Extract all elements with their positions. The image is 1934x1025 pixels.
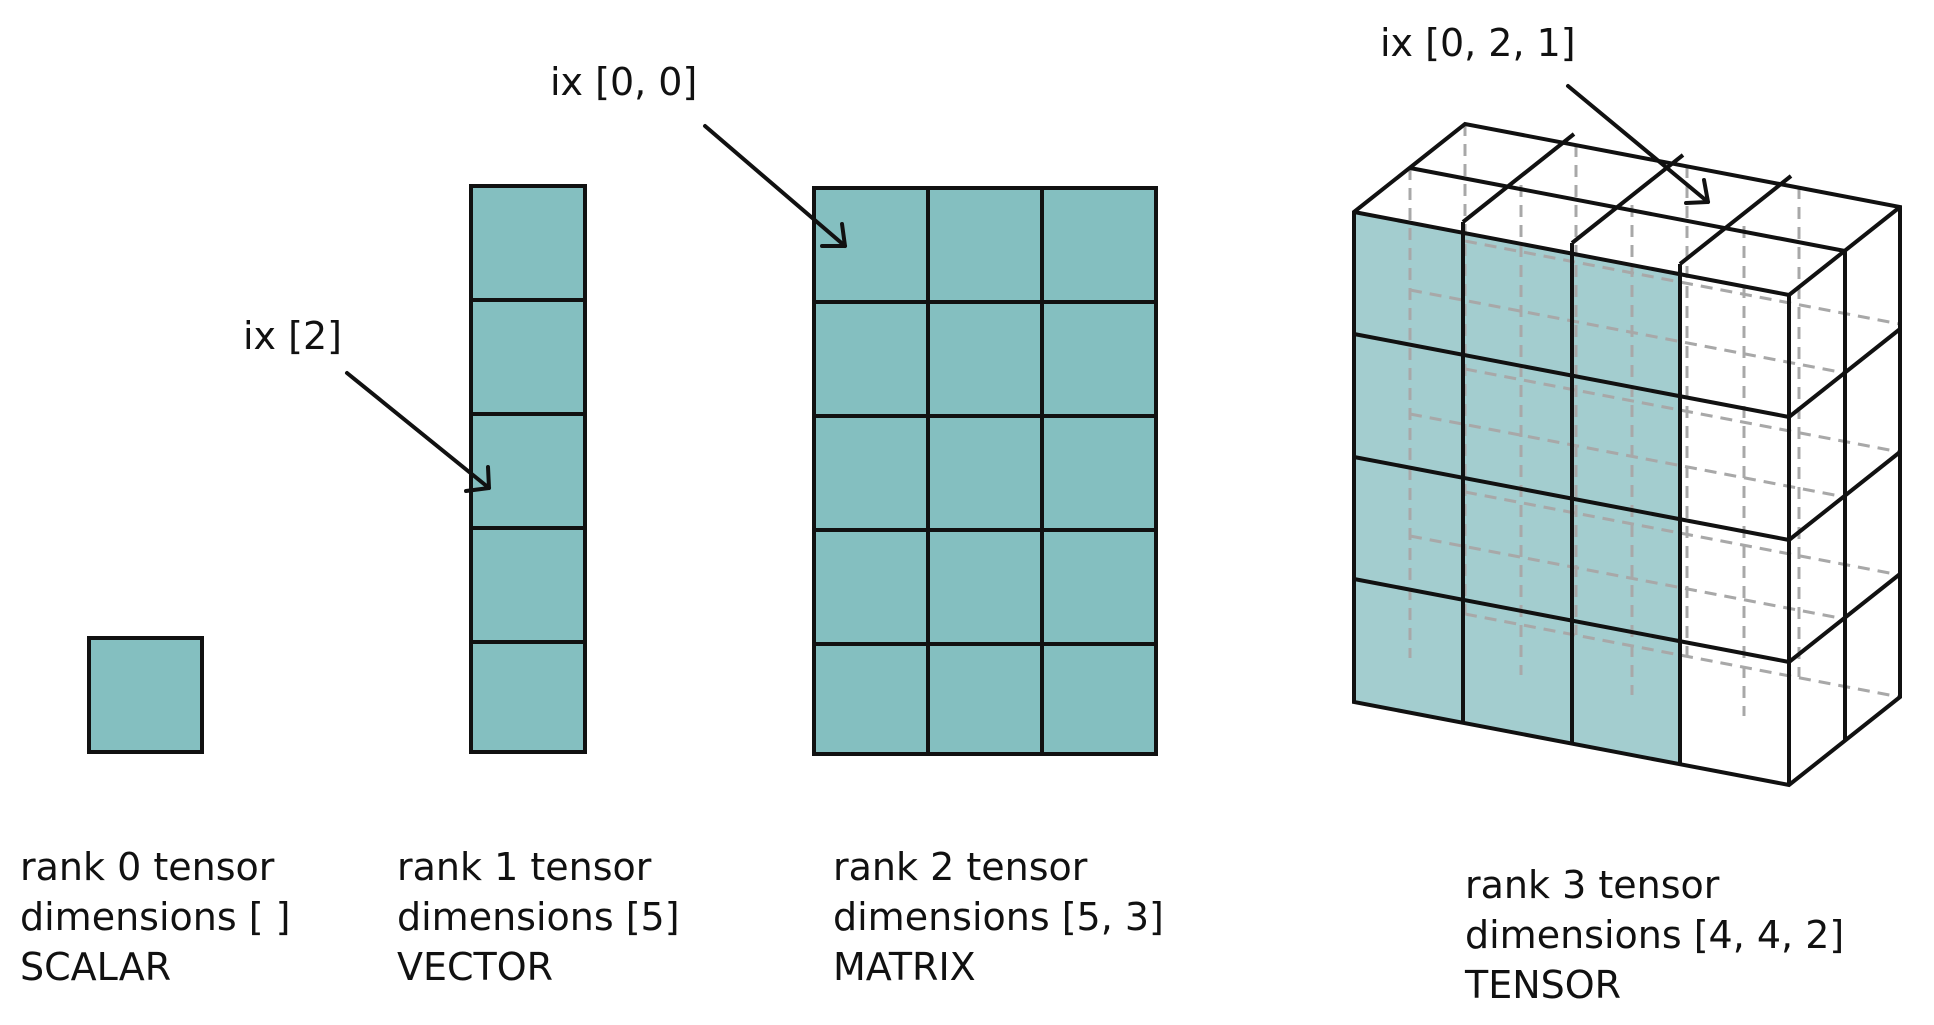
scalar-cell (87, 636, 204, 754)
vector-cell-4 (469, 640, 587, 754)
matrix-cell (812, 642, 930, 756)
tensor-caption-line-2: dimensions [4, 4, 2] (1465, 913, 1844, 957)
tensor-arrow-head (1684, 178, 1710, 205)
scalar-caption: rank 0 tensor dimensions [ ] SCALAR (20, 845, 290, 989)
matrix-cell (926, 414, 1044, 532)
tensor-outline (1352, 121, 1902, 788)
vector-callout-arrow (345, 371, 491, 490)
tensor-top-grid (1409, 132, 1846, 266)
matrix-caption-line-1: rank 2 tensor (833, 845, 1088, 889)
vector-callout: ix [2] (243, 314, 491, 493)
vector-caption-line-3: VECTOR (397, 945, 553, 989)
vector-caption: rank 1 tensor dimensions [5] VECTOR (397, 845, 680, 989)
matrix-cell (1040, 642, 1158, 756)
tensor-front-white-column (1680, 264, 1789, 785)
matrix-cell (1040, 300, 1158, 418)
matrix-caption-line-3: MATRIX (833, 945, 976, 989)
matrix-cell (812, 528, 930, 646)
tensor-callout: ix [0, 2, 1] (1380, 21, 1710, 205)
matrix-arrow-head (820, 222, 847, 248)
matrix-callout: ix [0, 0] (550, 60, 847, 248)
vector-caption-line-1: rank 1 tensor (397, 845, 652, 889)
tensor-caption-line-3: TENSOR (1464, 963, 1621, 1007)
matrix-cell (1040, 186, 1158, 304)
matrix-cell (812, 300, 930, 418)
vector-caption-line-2: dimensions [5] (397, 895, 680, 939)
matrix-cell (812, 414, 930, 532)
tensor-front-grid (1353, 222, 1790, 764)
scalar-caption-line-3: SCALAR (20, 945, 171, 989)
matrix-caption: rank 2 tensor dimensions [5, 3] MATRIX (833, 845, 1164, 989)
tensor-callout-label: ix [0, 2, 1] (1380, 21, 1576, 65)
scalar-figure (87, 636, 204, 754)
tensor-side-grid (1787, 251, 1902, 741)
matrix-cell (812, 186, 930, 304)
matrix-cell (1040, 528, 1158, 646)
matrix-cell (926, 642, 1044, 756)
matrix-cell (926, 528, 1044, 646)
matrix-callout-arrow (703, 124, 847, 248)
vector-arrow-head (464, 465, 491, 493)
tensor-figure (1352, 121, 1902, 788)
matrix-cell (926, 300, 1044, 418)
vector-cell-0 (469, 184, 587, 302)
vector-cell-1 (469, 298, 587, 416)
matrix-cell (926, 186, 1044, 304)
scalar-caption-line-2: dimensions [ ] (20, 895, 290, 939)
vector-cell-3 (469, 526, 587, 644)
scalar-caption-line-1: rank 0 tensor (20, 845, 275, 889)
matrix-caption-line-2: dimensions [5, 3] (833, 895, 1164, 939)
tensor-callout-arrow (1566, 84, 1710, 204)
tensor-caption-line-1: rank 3 tensor (1465, 863, 1720, 907)
vector-figure (469, 184, 587, 754)
tensor-caption: rank 3 tensor dimensions [4, 4, 2] TENSO… (1464, 863, 1844, 1007)
matrix-callout-label: ix [0, 0] (550, 60, 697, 104)
vector-callout-label: ix [2] (243, 314, 342, 358)
tensor-hidden-edges (1408, 124, 1901, 716)
matrix-figure (812, 186, 1158, 756)
matrix-cell (1040, 414, 1158, 532)
